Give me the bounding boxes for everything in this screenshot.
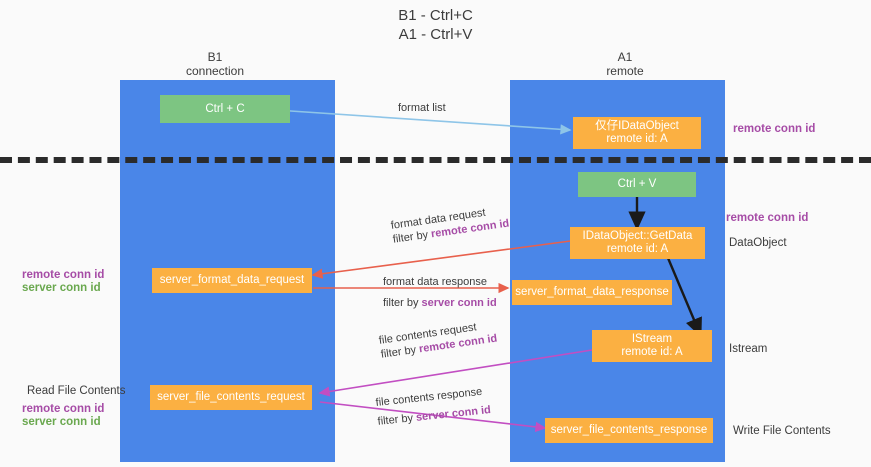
node-ctrl-v[interactable]: Ctrl + V [578, 172, 696, 197]
annotation-remote-conn-id-left-2: remote conn id [22, 403, 105, 415]
annotation-remote-conn-id-left-1: remote conn id [22, 269, 105, 281]
edge-label-file-contents-request: file contents request filter by remote c… [378, 318, 498, 362]
node-idataobject[interactable]: 仅仔IDataObject remote id: A [573, 117, 701, 149]
node-file-resp-label: server_file_contents_response [550, 424, 708, 436]
node-server-file-contents-response[interactable]: server_file_contents_response [545, 418, 713, 443]
phase-separator [0, 157, 871, 163]
node-ctrl-v-label: Ctrl + V [617, 178, 657, 190]
fmt-resp-key: server conn id [421, 297, 497, 309]
column-b1-role: connection [185, 64, 245, 78]
annotation-remote-conn-id-top: remote conn id [733, 123, 816, 135]
file-req-prefix: filter by [380, 343, 420, 361]
edge-label-format-list-text: format list [398, 102, 446, 114]
annotation-server-conn-id-left-1: server conn id [22, 282, 101, 294]
annotation-server-conn-id-left-2: server conn id [22, 416, 101, 428]
column-a1-role: remote [606, 64, 644, 78]
edge-label-format-data-response: format data response filter by server co… [383, 275, 497, 310]
annotation-dataobject: DataObject [729, 237, 787, 249]
node-idataobject-line2: remote id: A [606, 133, 668, 145]
node-istream-line2: remote id: A [621, 346, 683, 358]
node-getdata-line1: IDataObject::GetData [582, 230, 693, 242]
edge-label-format-data-request: format data request filter by remote con… [390, 203, 510, 247]
column-b1-name: B1 [207, 50, 223, 64]
annotation-remote-conn-id-mid: remote conn id [726, 212, 809, 224]
node-server-format-data-response[interactable]: server_format_data_response [512, 280, 672, 305]
title-line-1: B1 - Ctrl+C [398, 7, 473, 24]
node-istream[interactable]: IStream remote id: A [592, 330, 712, 362]
node-ctrl-c-label: Ctrl + C [205, 102, 245, 115]
node-idataobject-getdata[interactable]: IDataObject::GetData remote id: A [570, 227, 705, 259]
node-fmt-resp-label: server_format_data_response [515, 286, 669, 298]
file-resp-prefix: filter by [377, 411, 417, 428]
node-istream-line1: IStream [631, 333, 673, 345]
fmt-resp-prefix: filter by [383, 297, 422, 309]
node-server-file-contents-request[interactable]: server_file_contents_request [150, 385, 312, 410]
fmt-req-prefix: filter by [392, 228, 432, 246]
node-idataobject-line1: 仅仔IDataObject [595, 120, 679, 132]
node-ctrl-c[interactable]: Ctrl + C [160, 95, 290, 123]
annotation-write-file-contents: Write File Contents [733, 425, 831, 437]
title-line-2: A1 - Ctrl+V [398, 26, 473, 43]
file-resp-key: server conn id [415, 404, 492, 424]
annotation-read-file-contents: Read File Contents [27, 385, 126, 397]
fmt-resp-line1: format data response [383, 276, 487, 288]
edge-label-format-list: format list [398, 101, 446, 115]
annotation-istream: Istream [729, 343, 768, 355]
edge-label-file-contents-response: file contents response filter by server … [375, 384, 492, 429]
column-header-b1: B1 connection [135, 50, 295, 78]
fmt-resp-line2: filter by server conn id [383, 296, 497, 310]
column-a1-name: A1 [617, 50, 633, 64]
node-fmt-req-label: server_format_data_request [159, 274, 305, 286]
node-server-format-data-request[interactable]: server_format_data_request [152, 268, 312, 293]
node-getdata-line2: remote id: A [606, 243, 669, 255]
page-title: B1 - Ctrl+C A1 - Ctrl+V [0, 6, 871, 44]
node-file-req-label: server_file_contents_request [157, 391, 305, 403]
column-header-a1: A1 remote [545, 50, 705, 78]
